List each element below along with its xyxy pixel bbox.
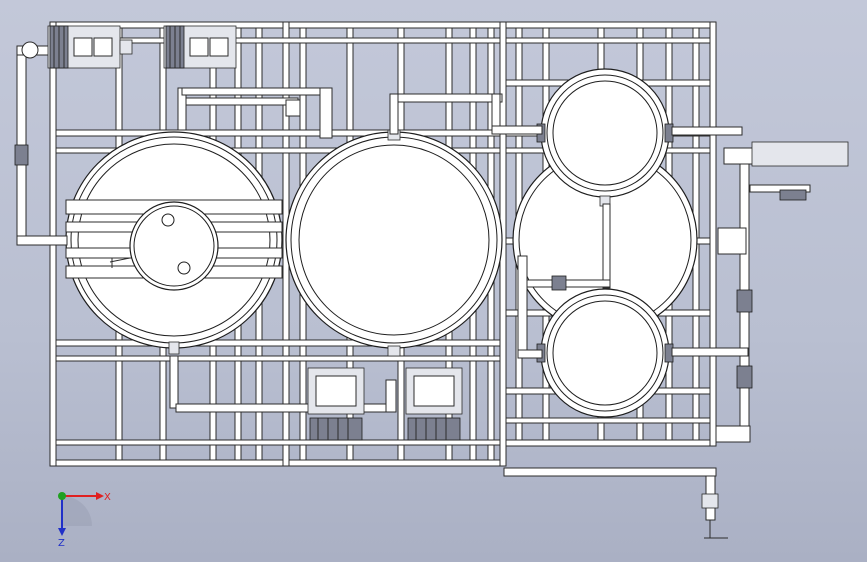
motor-pump-1[interactable] <box>47 25 133 69</box>
outlet-pipe <box>751 141 849 167</box>
level-gauge <box>109 257 131 268</box>
valve-mid[interactable] <box>551 275 567 291</box>
y-axis-dot <box>58 492 66 500</box>
valve-right-mid[interactable] <box>736 289 753 313</box>
large-tank-middle[interactable] <box>285 129 503 357</box>
pump-unit-bottom-2[interactable] <box>405 367 463 441</box>
port-2 <box>177 261 191 275</box>
large-tank-left[interactable] <box>65 131 283 355</box>
small-tank-bottom[interactable] <box>536 288 674 418</box>
frame-top-rail <box>49 21 717 29</box>
tank-manhole[interactable] <box>129 201 219 291</box>
x-axis-label: X <box>104 492 111 503</box>
valve-right-low[interactable] <box>736 365 753 389</box>
port-1 <box>161 213 175 227</box>
triad-quadrant <box>62 496 92 526</box>
piping <box>14 41 849 539</box>
valve-left[interactable] <box>14 144 29 166</box>
valve-right-top[interactable] <box>779 189 807 201</box>
drain-outlet <box>704 520 728 539</box>
x-arrowhead-icon <box>96 492 104 500</box>
z-axis-label: Z <box>58 538 65 549</box>
z-arrowhead-icon <box>58 528 66 536</box>
motor-pump-2[interactable] <box>163 25 237 69</box>
reference-triad: X Z <box>58 492 111 549</box>
frame-right-bottom-rail <box>499 439 717 447</box>
pump-unit-bottom-1[interactable] <box>307 367 365 441</box>
frame-bottom-rail <box>49 459 501 467</box>
frame-right-post <box>709 21 717 447</box>
